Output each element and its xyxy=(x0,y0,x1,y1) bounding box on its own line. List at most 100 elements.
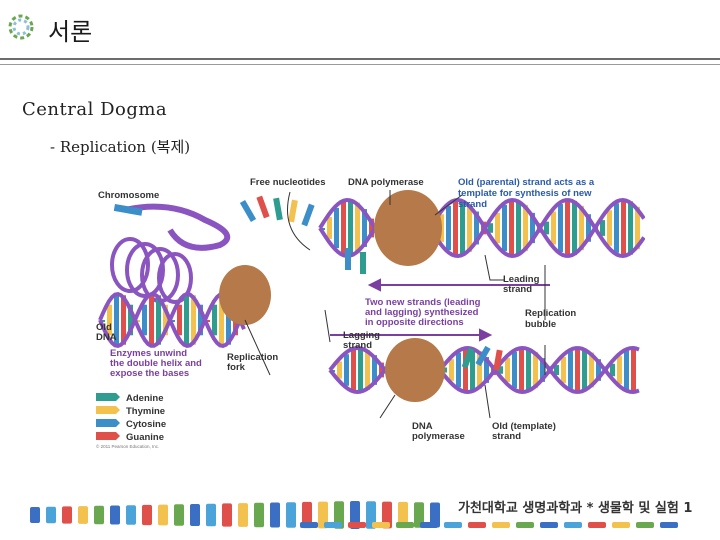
helix-base-pair xyxy=(463,348,468,392)
footer-stripe xyxy=(254,502,264,528)
heading: Central Dogma xyxy=(22,99,168,120)
label-lagging-2: strand xyxy=(343,340,372,351)
helix-base-pair xyxy=(600,220,605,236)
footer-stripe xyxy=(142,504,152,526)
label-replication-fork-2: fork xyxy=(227,362,246,373)
footer-stripe xyxy=(158,504,168,526)
footer-stripe xyxy=(420,522,438,528)
footer-stripe xyxy=(78,506,88,524)
helix-logo-icon xyxy=(8,14,34,40)
label-chromosome: Chromosome xyxy=(98,190,159,201)
helix-base-pair xyxy=(519,348,524,392)
helix-base-pair xyxy=(561,357,566,383)
legend-swatch-cytosine xyxy=(96,419,120,427)
helix-base-pair xyxy=(631,348,636,392)
label-two-new-2: and lagging) synthesized xyxy=(365,307,479,318)
slide-title: 서론 xyxy=(48,18,93,46)
helix-base-pair xyxy=(610,363,615,377)
footer-course-label: 가천대학교 생명과학과 * 생물학 및 실험 1 xyxy=(458,501,693,516)
title-rule-thin xyxy=(0,64,720,65)
legend-thymine: Thymine xyxy=(126,406,165,417)
helix-base-pair xyxy=(355,202,360,254)
helix-base-pair xyxy=(533,351,538,389)
title-bar: 서론 xyxy=(0,0,720,58)
helix-base-pair xyxy=(107,304,112,336)
footer xyxy=(0,490,720,540)
footer-stripe xyxy=(206,503,216,527)
helicase-enzyme xyxy=(219,265,271,325)
footer-stripe xyxy=(324,522,342,528)
helix-base-pair xyxy=(540,358,545,382)
helix-base-pair xyxy=(474,211,479,245)
helix-base-pair xyxy=(226,295,231,345)
helix-base-pair xyxy=(142,304,147,336)
helix-base-pair xyxy=(526,348,531,392)
legend-adenine: Adenine xyxy=(126,393,163,404)
helix-base-pair xyxy=(628,201,633,255)
helix-base-pair xyxy=(617,356,622,384)
helix-base-pair xyxy=(607,210,612,246)
helix-base-pair xyxy=(516,200,521,256)
helix-base-pair xyxy=(530,212,535,244)
label-enzymes-3: expose the bases xyxy=(110,368,189,379)
helix-base-pair xyxy=(558,204,563,252)
label-leading-2: strand xyxy=(503,284,532,295)
label-dna-polymerase-bottom-1: DNA xyxy=(412,421,433,432)
helix-base-pair xyxy=(446,205,451,251)
top-daughter-helix xyxy=(318,197,645,259)
label-old-parental-3: strand xyxy=(458,199,487,210)
footer-stripe xyxy=(382,501,392,529)
footer-stripe xyxy=(46,506,56,524)
helix-base-pair xyxy=(488,223,493,233)
subheading: - Replication (복제) xyxy=(50,138,191,156)
helix-base-pair xyxy=(334,207,339,249)
helix-base-pair xyxy=(198,304,203,336)
footer-stripe xyxy=(174,504,184,526)
footer-stripe xyxy=(126,505,136,525)
helix-base-pair xyxy=(572,200,577,256)
footer-stripe xyxy=(444,522,462,528)
helix-base-pair xyxy=(149,295,154,345)
leader-lines xyxy=(244,190,546,419)
legend-swatch-adenine xyxy=(96,393,120,401)
label-replication-fork-1: Replication xyxy=(227,352,278,363)
label-free-nucleotides: Free nucleotides xyxy=(250,177,326,188)
helix-base-pair xyxy=(551,211,556,245)
helix-base-pair xyxy=(579,205,584,251)
footer-stripe xyxy=(222,503,232,527)
helix-base-pair xyxy=(635,206,640,250)
label-old-parental-1: Old (parental) strand acts as a xyxy=(458,177,595,188)
label-old-parental-2: template for synthesis of new xyxy=(458,188,592,199)
helix-base-pair xyxy=(624,350,629,390)
helix-base-pair xyxy=(509,200,514,256)
helix-base-pair xyxy=(379,362,384,378)
footer-stripe xyxy=(302,501,312,529)
helix-base-pair xyxy=(575,348,580,392)
label-leading-1: Leading xyxy=(503,274,540,285)
dna-polymerase-bottom-enzyme xyxy=(385,338,445,402)
helix-base-pair xyxy=(212,304,217,336)
footer-stripe xyxy=(492,522,510,528)
footer-stripe xyxy=(372,522,390,528)
footer-stripe xyxy=(588,522,606,528)
footer-stripe xyxy=(190,504,200,526)
footer-stripe xyxy=(348,522,366,528)
title-rule xyxy=(0,58,720,60)
helix-base-pair xyxy=(114,295,119,345)
helix-base-pair xyxy=(477,351,482,389)
helix-base-pair xyxy=(523,204,528,252)
copyright-note: © 2011 Pearson Education, Inc. xyxy=(96,443,159,449)
helix-base-pair xyxy=(344,354,349,386)
footer-stripe xyxy=(396,522,414,528)
helix-base-pair xyxy=(512,351,517,389)
helix-base-pair xyxy=(163,304,168,336)
helix-base-pair xyxy=(219,295,224,345)
legend-guanine: Guanine xyxy=(126,432,164,443)
footer-dna-strip xyxy=(30,501,678,529)
helix-base-pair xyxy=(586,214,591,242)
legend-swatch-guanine xyxy=(96,432,120,440)
label-old-dna-2: DNA xyxy=(96,332,117,343)
helix-backbone xyxy=(318,197,645,259)
free-nucleotides xyxy=(239,195,503,371)
helix-base-pair xyxy=(498,366,503,374)
